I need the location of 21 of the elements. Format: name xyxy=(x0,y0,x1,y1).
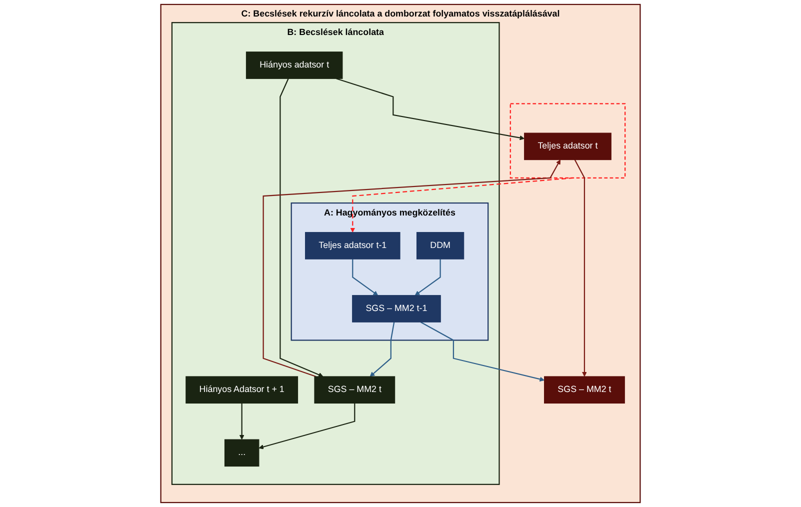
arrow xyxy=(280,78,324,378)
cluster xyxy=(510,103,626,178)
node-box: SGS – MM2 t xyxy=(314,376,396,404)
arrow xyxy=(414,259,441,296)
arrow xyxy=(352,259,378,296)
node-box: Hiányos Adatsor t + 1 xyxy=(186,376,298,404)
arrow xyxy=(574,160,587,377)
arrow xyxy=(336,78,525,140)
node-box: SGS – MM2 t xyxy=(544,376,625,404)
node-box: Hiányos adatsor t xyxy=(246,52,343,79)
node-box: Teljes adatsor t xyxy=(524,132,612,160)
arrow xyxy=(258,403,356,450)
arrow xyxy=(262,160,560,378)
arrow xyxy=(420,322,545,382)
node-box: DDM xyxy=(416,232,464,260)
arrow xyxy=(350,177,574,233)
node-box: SGS – MM2 t-1 xyxy=(352,295,441,322)
node-box: Teljes adatsor t-1 xyxy=(305,232,400,260)
node-box: ... xyxy=(224,439,260,467)
arrow xyxy=(370,322,395,377)
arrow xyxy=(239,403,244,440)
